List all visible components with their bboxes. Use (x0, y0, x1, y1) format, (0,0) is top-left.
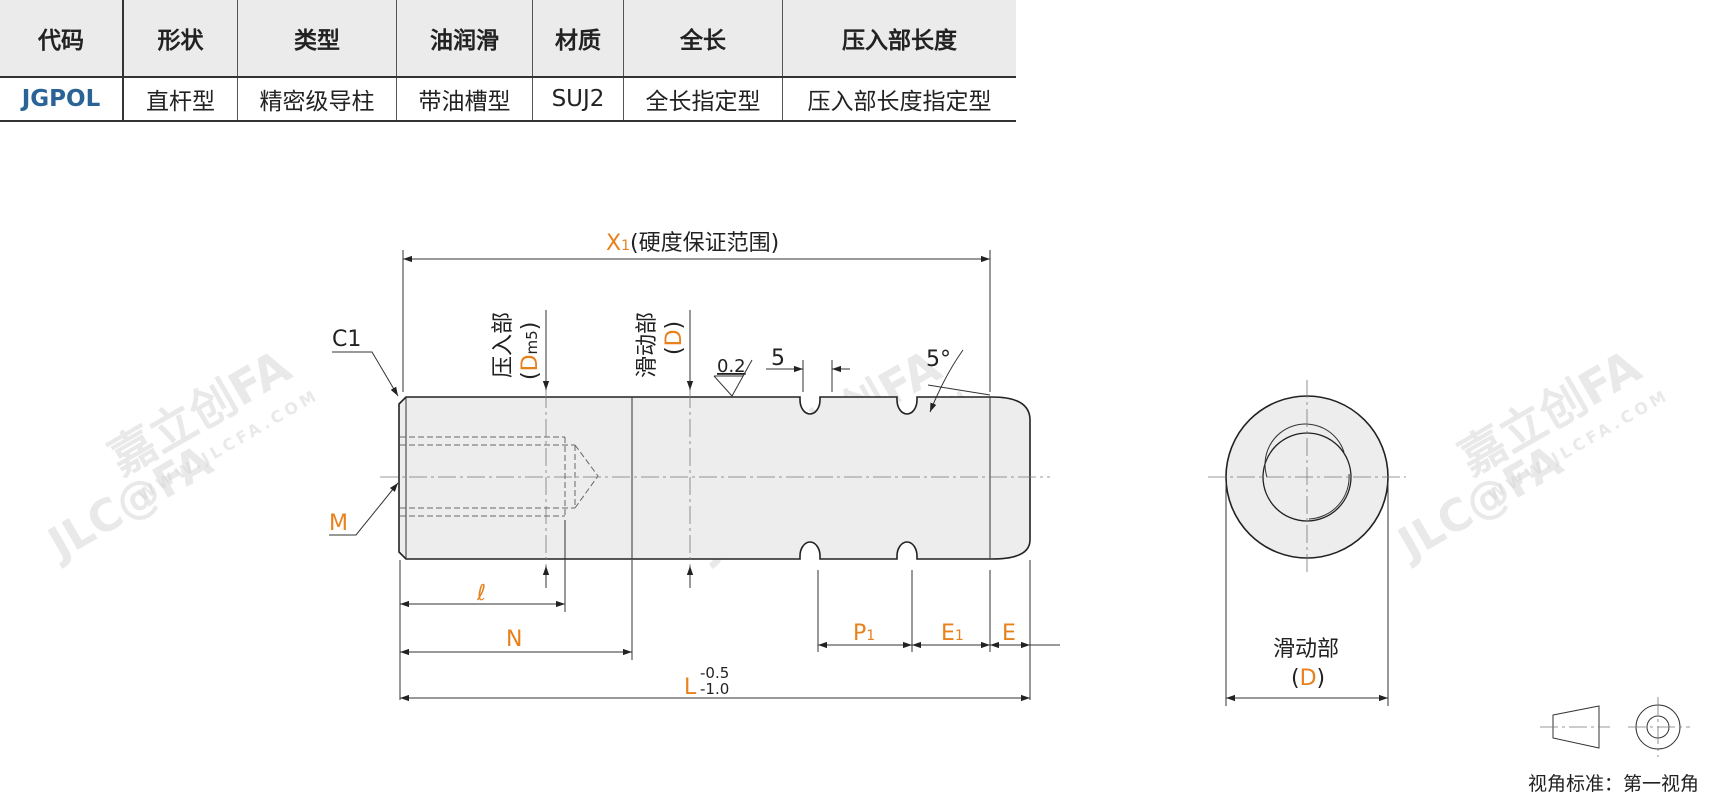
dim-ell: ℓ (399, 520, 566, 700)
dim-l: L -0.5 -1.0 (400, 664, 1030, 702)
col-code: 代码 (0, 0, 124, 78)
guide-post-side-view (380, 396, 1050, 560)
dim-p1-e1-e: P1 E1 E (817, 560, 1060, 700)
svg-text:滑动部: 滑动部 (1273, 637, 1339, 662)
cell-material: SUJ2 (532, 77, 624, 122)
svg-text:C1: C1 (332, 327, 361, 352)
dim-m: M (329, 482, 399, 536)
svg-text:ℓ: ℓ (476, 581, 486, 606)
svg-text:X1(硬度保证范围): X1(硬度保证范围) (606, 231, 779, 256)
projection-symbol: 视角标准：第一视角 (1528, 697, 1699, 795)
svg-text:-1.0: -1.0 (700, 680, 729, 698)
col-length: 全长 (623, 0, 783, 78)
svg-text:5°: 5° (926, 347, 951, 372)
spec-table: 代码 形状 类型 油润滑 材质 全长 压入部长度 JGPOL 直杆型 精密级导柱… (0, 0, 1016, 122)
guide-post-end-view: 滑动部 (D) (1208, 380, 1406, 706)
cell-length: 全长指定型 (623, 77, 783, 122)
svg-text:E1: E1 (941, 621, 964, 646)
dim-angle: 5° (926, 347, 991, 413)
dim-n: N (400, 560, 633, 660)
svg-text:M: M (329, 511, 348, 536)
svg-text:P1: P1 (853, 621, 875, 646)
col-material: 材质 (532, 0, 624, 78)
cell-lubrication: 带油槽型 (396, 77, 533, 122)
svg-text:5: 5 (771, 346, 785, 371)
dim-x1: X1(硬度保证范围) (402, 231, 991, 392)
col-shape: 形状 (123, 0, 238, 78)
col-press-length: 压入部长度 (782, 0, 1016, 78)
svg-text:E: E (1002, 621, 1016, 646)
cell-type: 精密级导柱 (237, 77, 397, 122)
svg-text:滑动部: 滑动部 (635, 312, 660, 378)
cell-code: JGPOL (0, 77, 124, 122)
cell-press-length: 压入部长度指定型 (782, 77, 1016, 122)
svg-text:压入部: 压入部 (491, 312, 516, 378)
svg-text:-0.5: -0.5 (700, 664, 729, 682)
table-header-row: 代码 形状 类型 油润滑 材质 全长 压入部长度 (0, 0, 1016, 78)
cell-shape: 直杆型 (123, 77, 238, 122)
roughness-symbol: 0.2 (713, 356, 753, 397)
col-lubrication: 油润滑 (396, 0, 533, 78)
svg-text:0.2: 0.2 (717, 356, 746, 377)
svg-text:(D): (D) (1291, 666, 1325, 691)
slide-diameter-label: 滑动部 (D) (635, 310, 694, 588)
dim-c1: C1 (332, 327, 399, 397)
press-diameter-label: 压入部 (Dm5) (491, 310, 550, 588)
svg-text:N: N (506, 627, 522, 652)
view-standard-label: 视角标准：第一视角 (1528, 773, 1699, 795)
svg-text:(Dm5): (Dm5) (518, 322, 543, 380)
col-type: 类型 (237, 0, 397, 78)
table-row: JGPOL 直杆型 精密级导柱 带油槽型 SUJ2 全长指定型 压入部长度指定型 (0, 77, 1016, 122)
svg-text:(D): (D) (662, 321, 687, 355)
dim-groove-5: 5 (766, 346, 850, 392)
svg-text:L: L (684, 675, 697, 700)
